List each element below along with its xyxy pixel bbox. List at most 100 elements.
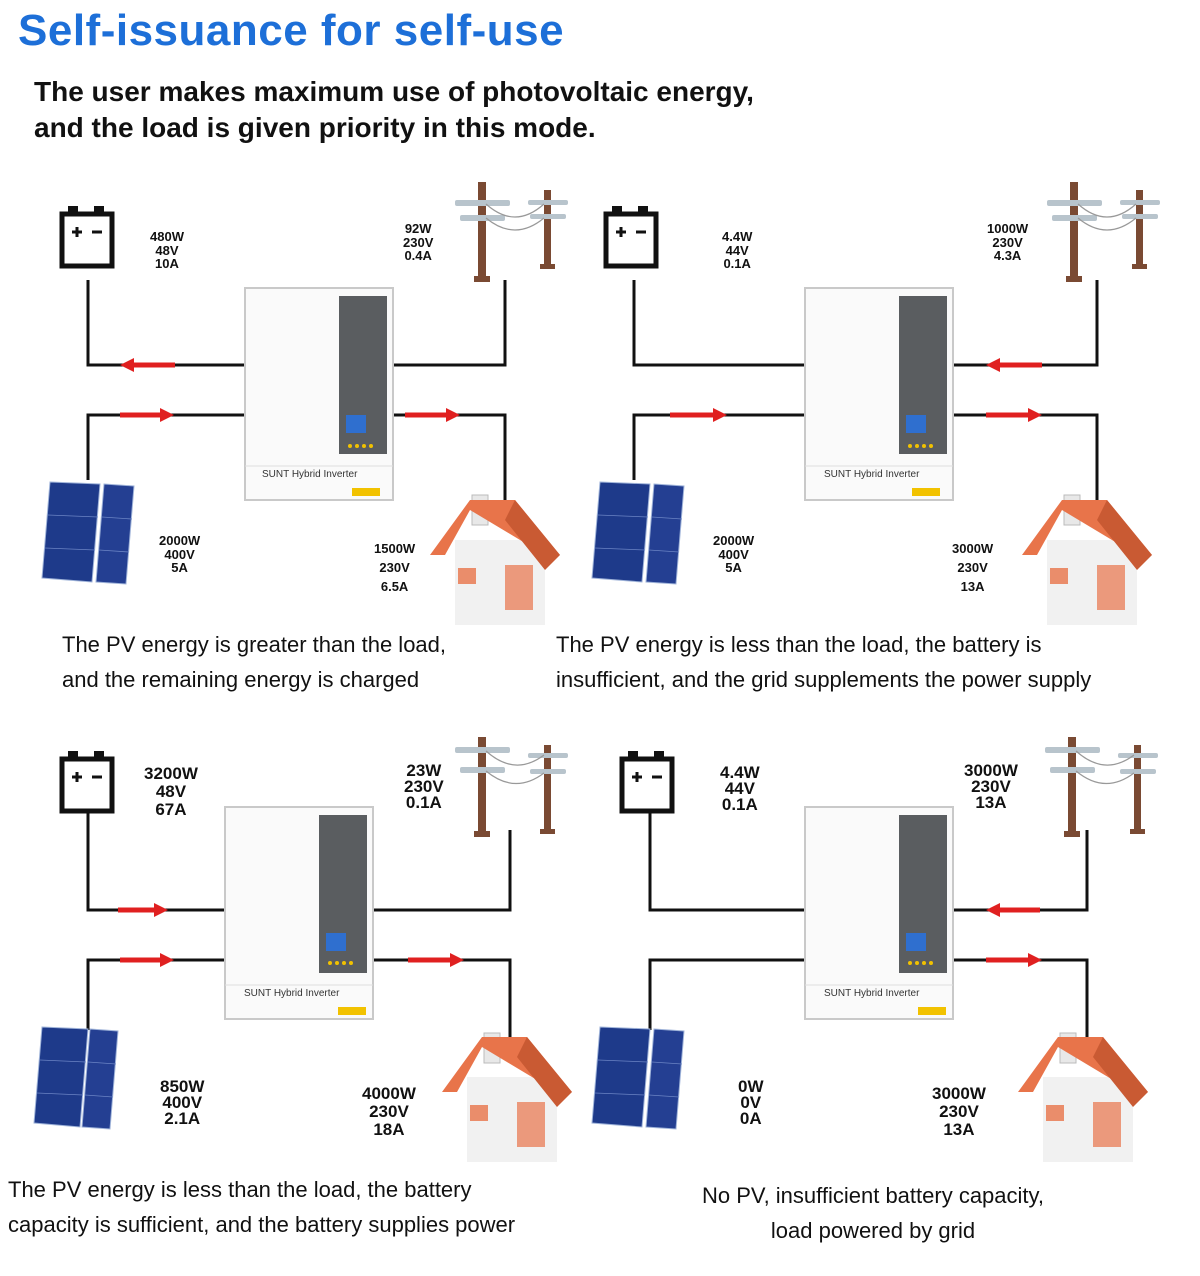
pv-voltage: 400V: [164, 546, 195, 562]
pv-current: 5A: [725, 560, 742, 576]
page-title: Self-issuance for self-use: [18, 6, 565, 55]
battery-stats: 3200W 48V 67A: [144, 765, 198, 819]
scenario-panel-1: 480W 48V 10A 92W 230V 0.4A 2000W 400V 5A…: [0, 170, 600, 710]
pv-voltage: 400V: [162, 1093, 203, 1113]
grid-stats: 23W 230V 0.1A: [404, 761, 444, 811]
battery-power: 4.4W: [720, 763, 760, 782]
load-power: 3000W: [932, 1084, 986, 1103]
pv-voltage: 0V: [740, 1093, 762, 1113]
load-voltage: 230V: [369, 1101, 409, 1121]
caption-line-1: No PV, insufficient battery capacity,: [702, 1183, 1044, 1208]
pv-wire: [648, 958, 805, 1030]
scenario-panel-3: 3200W 48V 67A 23W 230V 0.1A 850W 400V 2.…: [0, 715, 600, 1255]
battery-voltage: 48V: [155, 781, 187, 801]
load-voltage: 230V: [379, 559, 410, 575]
solar-panel-icon: [591, 1026, 685, 1130]
inverter-icon: [244, 287, 394, 501]
scenario-panel-4: 4.4W 44V 0.1A 3000W 230V 13A 0W 0V 0A 30…: [560, 715, 1160, 1255]
battery-wire: [86, 280, 245, 367]
grid-voltage: 230V: [992, 234, 1023, 250]
house-icon: [430, 494, 560, 625]
battery-stats: 4.4W 44V 0.1A: [722, 230, 752, 271]
battery-icon: [59, 751, 115, 814]
battery-current: 0.1A: [723, 256, 751, 272]
pv-current: 0A: [739, 1109, 762, 1129]
battery-wire: [648, 810, 805, 912]
pv-flow-arrow: [670, 408, 727, 422]
caption-line-1: The PV energy is greater than the load,: [62, 632, 447, 657]
pv-wire: [632, 413, 805, 480]
caption-line-2: and the remaining energy is charged: [62, 667, 420, 692]
grid-power: 92W: [404, 221, 432, 236]
grid-wire: [373, 830, 512, 912]
house-icon: [1022, 494, 1152, 625]
utility-pole-icon: [1045, 737, 1158, 837]
pv-stats: 2000W 400V 5A: [713, 534, 754, 575]
pv-stats: 0W 0V 0A: [738, 1077, 764, 1129]
grid-voltage: 230V: [403, 234, 434, 250]
grid-stats: 1000W 230V 4.3A: [987, 222, 1028, 263]
grid-stats: 3000W 230V 13A: [964, 761, 1018, 811]
load-voltage: 230V: [939, 1101, 979, 1121]
scenario-diagram-3: [33, 737, 572, 1162]
scenario-panel-2: 4.4W 44V 0.1A 1000W 230V 4.3A 2000W 400V…: [556, 170, 1160, 710]
pv-flow-arrow: [120, 408, 174, 422]
load-power: 1500W: [374, 541, 416, 556]
pv-current: 5A: [171, 560, 188, 576]
house-icon: [1018, 1032, 1148, 1162]
inverter-icon: [224, 806, 374, 1020]
grid-voltage: 230V: [404, 777, 444, 797]
load-stats: 1500W 230V 6.5A: [374, 540, 415, 597]
pv-wire: [86, 958, 225, 1030]
pv-stats: 850W 400V 2.1A: [160, 1078, 204, 1129]
pv-power: 0W: [738, 1077, 764, 1096]
caption-line-2: load powered by grid: [770, 1218, 976, 1243]
load-flow-arrow: [986, 953, 1042, 967]
pv-current: 2.1A: [164, 1109, 201, 1129]
grid-current: 0.4A: [404, 248, 432, 264]
grid-stats: 92W 230V 0.4A: [403, 222, 433, 263]
grid-power: 1000W: [987, 221, 1029, 236]
load-wire: [393, 413, 507, 505]
caption-line-2: capacity is sufficient, and the battery …: [8, 1212, 516, 1237]
inverter-icon: [804, 287, 954, 501]
battery-icon: [59, 206, 115, 269]
inverter-label: SUNT Hybrid Inverter: [824, 469, 920, 480]
battery-stats: 480W 48V 10A: [150, 230, 184, 271]
battery-icon: [603, 206, 659, 269]
load-wire: [953, 413, 1099, 505]
load-flow-arrow: [408, 953, 464, 967]
load-flow-arrow: [405, 408, 460, 422]
scenario-diagram-2: [591, 182, 1160, 625]
inverter-icon: [804, 806, 954, 1020]
grid-current: 4.3A: [993, 248, 1022, 264]
house-icon: [442, 1032, 572, 1162]
grid-wire: [953, 830, 1089, 912]
grid-power: 3000W: [964, 761, 1018, 780]
load-current: 13A: [943, 1119, 975, 1139]
battery-flow-arrow: [118, 903, 168, 917]
load-current: 13A: [960, 578, 985, 594]
battery-icon: [619, 751, 675, 814]
load-voltage: 230V: [957, 559, 988, 575]
inverter-label: SUNT Hybrid Inverter: [262, 469, 358, 480]
utility-pole-icon: [1047, 182, 1160, 282]
scenario-caption: The PV energy is greater than the load, …: [62, 627, 446, 697]
pv-power: 2000W: [713, 533, 755, 548]
pv-voltage: 400V: [718, 546, 749, 562]
pv-wire: [86, 413, 245, 480]
battery-wire: [632, 280, 805, 367]
inverter-label: SUNT Hybrid Inverter: [244, 988, 340, 999]
load-current: 18A: [373, 1119, 405, 1139]
battery-flow-arrow: [120, 358, 175, 372]
grid-flow-arrow: [986, 358, 1042, 372]
solar-panel-icon: [41, 481, 135, 585]
battery-wire: [86, 810, 225, 912]
subtitle-line-1: The user makes maximum use of photovolta…: [34, 76, 754, 107]
solar-panel-icon: [591, 481, 685, 585]
scenario-caption: The PV energy is less than the load, the…: [556, 627, 1091, 697]
grid-flow-arrow: [986, 903, 1040, 917]
grid-power: 23W: [406, 761, 442, 780]
page-subtitle: The user makes maximum use of photovolta…: [34, 74, 754, 146]
solar-panel-icon: [33, 1026, 119, 1130]
